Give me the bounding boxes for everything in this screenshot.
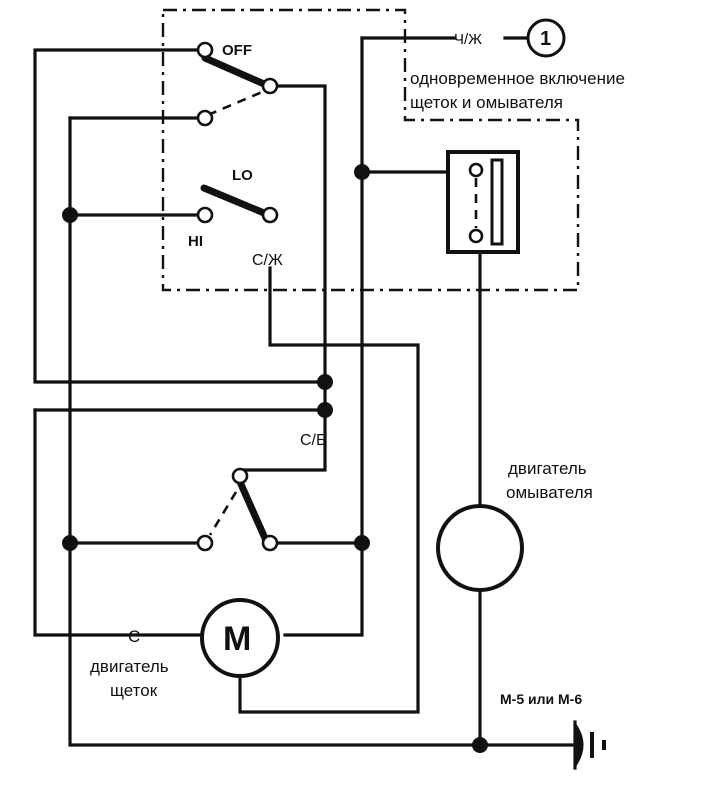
connector-1-number: 1 bbox=[540, 28, 551, 50]
connector-note-line1: одновременное включение bbox=[410, 69, 625, 88]
wiper-motor-label-line1: двигатель bbox=[90, 657, 169, 676]
hi-label: HI bbox=[188, 233, 203, 250]
washer-motor-icon bbox=[436, 504, 524, 592]
washer-motor-label-line2: омывателя bbox=[506, 483, 593, 502]
wires bbox=[33, 36, 577, 747]
ground-icon bbox=[573, 720, 606, 770]
lo-label: LO bbox=[232, 167, 253, 184]
junction-dots bbox=[62, 164, 488, 753]
cb-label: С/Б bbox=[300, 432, 327, 449]
wiper-motor-label-line2: щеток bbox=[110, 681, 158, 700]
connector-note-line2: щеток и омывателя bbox=[410, 93, 563, 112]
cg-label: С/Ж bbox=[252, 252, 283, 269]
lo-hi-contacts bbox=[196, 184, 279, 224]
ground-label: М-5 или М-6 bbox=[500, 691, 582, 707]
wiper-motor-icon bbox=[200, 598, 280, 678]
washer-motor-label-line1: двигатель bbox=[508, 459, 587, 478]
wiper-motor-terminal-label: С bbox=[128, 627, 140, 646]
off-position-contacts bbox=[196, 41, 279, 127]
switch-housing-outline bbox=[161, 8, 580, 292]
wiper-motor-symbol: M bbox=[223, 620, 251, 658]
washer-switch bbox=[446, 150, 520, 254]
park-switch bbox=[196, 467, 279, 552]
off-label: OFF bbox=[222, 42, 252, 59]
connector-1-circle bbox=[526, 18, 566, 58]
chg-label: Ч/Ж bbox=[454, 31, 482, 48]
